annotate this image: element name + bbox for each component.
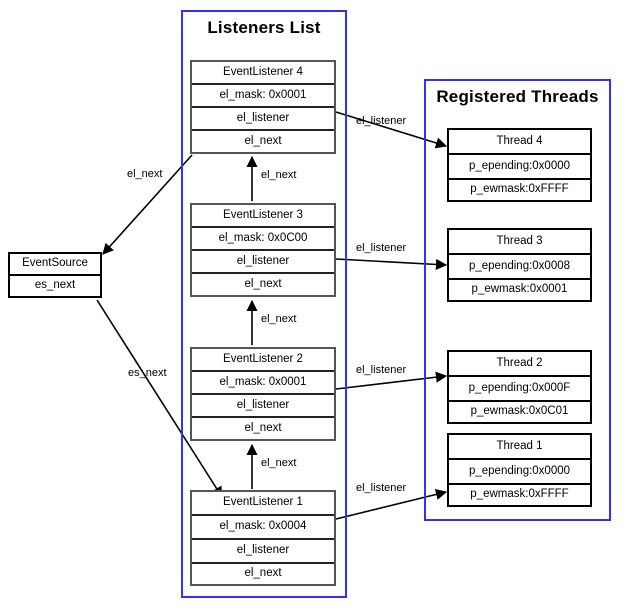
thread-2-box[interactable]: Thread 2 p_epending:0x000F p_ewmask:0x0C…	[447, 350, 592, 424]
thread3-row-p-ewmask: p_ewmask:0x0001	[449, 280, 590, 300]
thread4-row-title: Thread 4	[449, 130, 590, 155]
el2-row-el-mask: el_mask: 0x0001	[192, 372, 334, 395]
thread2-row-p-ewmask: p_ewmask:0x0C01	[449, 402, 590, 422]
el2-row-el-listener: el_listener	[192, 395, 334, 418]
panel-registered-threads	[424, 79, 611, 521]
thread1-row-title: Thread 1	[449, 435, 590, 460]
el4-row-title: EventListener 4	[192, 62, 334, 85]
event-source-row-es-next: es_next	[10, 276, 100, 296]
panel-listeners-list-title: Listeners List	[207, 18, 321, 37]
el2-row-el-next: el_next	[192, 418, 334, 439]
panel-listeners-list	[181, 10, 347, 598]
thread3-row-title: Thread 3	[449, 230, 590, 255]
edge-label-el4-to-thread4: el_listener	[356, 115, 407, 127]
thread-4-box[interactable]: Thread 4 p_epending:0x0000 p_ewmask:0xFF…	[447, 128, 592, 202]
el3-row-title: EventListener 3	[192, 205, 334, 228]
edge-label-el3-to-el4: el_next	[261, 169, 297, 181]
edge-label-el4-to-eventsource: el_next	[127, 168, 163, 180]
el4-row-el-listener: el_listener	[192, 108, 334, 131]
thread-3-box[interactable]: Thread 3 p_epending:0x0008 p_ewmask:0x00…	[447, 228, 592, 302]
event-source-row-name: EventSource	[10, 254, 100, 276]
el4-row-el-next: el_next	[192, 131, 334, 152]
thread2-row-title: Thread 2	[449, 352, 590, 377]
thread1-row-p-ewmask: p_ewmask:0xFFFF	[449, 485, 590, 505]
el4-row-el-mask: el_mask: 0x0001	[192, 85, 334, 108]
edge-label-el2-to-el3: el_next	[261, 313, 297, 325]
el3-row-el-next: el_next	[192, 274, 334, 295]
event-listener-2-box[interactable]: EventListener 2 el_mask: 0x0001 el_liste…	[190, 347, 336, 441]
event-source-box[interactable]: EventSource es_next	[8, 252, 102, 298]
event-listener-1-box[interactable]: EventListener 1 el_mask: 0x0004 el_liste…	[190, 490, 336, 586]
edge-label-el2-to-thread2: el_listener	[356, 364, 407, 376]
panel-registered-threads-title: Registered Threads	[436, 87, 599, 106]
thread4-row-p-epending: p_epending:0x0000	[449, 155, 590, 180]
el3-row-el-mask: el_mask: 0x0C00	[192, 228, 334, 251]
event-listener-3-box[interactable]: EventListener 3 el_mask: 0x0C00 el_liste…	[190, 203, 336, 297]
el3-row-el-listener: el_listener	[192, 251, 334, 274]
el1-row-el-mask: el_mask: 0x0004	[192, 516, 334, 540]
el1-row-el-listener: el_listener	[192, 540, 334, 564]
edge-label-el1-to-el2: el_next	[261, 457, 297, 469]
el1-row-title: EventListener 1	[192, 492, 334, 516]
edge-label-el3-to-thread3: el_listener	[356, 242, 407, 254]
el1-row-el-next: el_next	[192, 564, 334, 584]
thread1-row-p-epending: p_epending:0x0000	[449, 460, 590, 485]
edge-label-eventsource-to-el1: es_next	[128, 367, 167, 379]
thread2-row-p-epending: p_epending:0x000F	[449, 377, 590, 402]
thread4-row-p-ewmask: p_ewmask:0xFFFF	[449, 180, 590, 200]
edge-label-el1-to-thread1: el_listener	[356, 482, 407, 494]
thread3-row-p-epending: p_epending:0x0008	[449, 255, 590, 280]
el2-row-title: EventListener 2	[192, 349, 334, 372]
event-listener-4-box[interactable]: EventListener 4 el_mask: 0x0001 el_liste…	[190, 60, 336, 154]
thread-1-box[interactable]: Thread 1 p_epending:0x0000 p_ewmask:0xFF…	[447, 433, 592, 507]
